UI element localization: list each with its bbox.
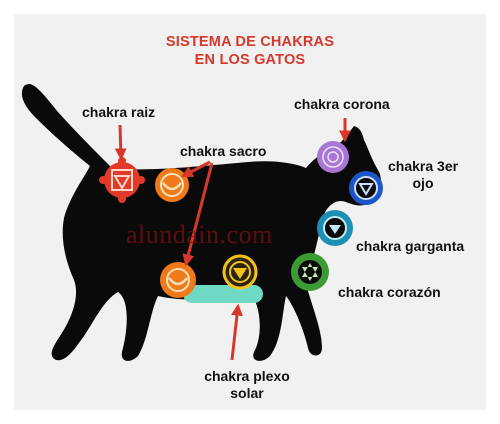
chakra-corazon-symbol bbox=[291, 253, 329, 291]
label-plexo-line-2: solar bbox=[230, 385, 264, 401]
label-tercer-ojo-line-2: ojo bbox=[412, 175, 434, 191]
label-chakra-corazon: chakra corazón bbox=[338, 284, 441, 300]
label-chakra-tercer-ojo: chakra 3er ojo bbox=[388, 158, 458, 192]
chakra-raiz-symbol bbox=[99, 157, 145, 203]
title-line-1: SISTEMA DE CHAKRAS bbox=[165, 34, 335, 50]
plexo-highlight-bar bbox=[183, 285, 263, 303]
chakra-tercer-ojo-symbol bbox=[349, 171, 383, 205]
label-chakra-corona: chakra corona bbox=[294, 96, 390, 112]
chakra-corona-symbol bbox=[317, 141, 349, 173]
watermark: alundain.com bbox=[126, 220, 273, 249]
arrow-sacro-top bbox=[180, 160, 211, 178]
label-chakra-garganta: chakra garganta bbox=[356, 238, 465, 254]
chakra-plexo-sacro-symbol bbox=[160, 262, 196, 298]
chakra-sacro-symbol bbox=[155, 168, 189, 202]
arrow-plexo bbox=[230, 303, 243, 361]
cat-silhouette bbox=[21, 84, 381, 361]
label-chakra-raiz: chakra raiz bbox=[82, 104, 156, 120]
chakra-plexo-symbol bbox=[222, 254, 258, 290]
arrow-sacro-bottom bbox=[182, 162, 214, 267]
label-chakra-sacro: chakra sacro bbox=[180, 143, 267, 159]
label-tercer-ojo-line-1: chakra 3er bbox=[388, 158, 459, 174]
title-line-2: EN LOS GATOS bbox=[194, 52, 306, 68]
label-plexo-line-1: chakra plexo bbox=[204, 368, 290, 384]
chakra-garganta-symbol bbox=[317, 210, 353, 246]
label-chakra-plexo-solar: chakra plexo solar bbox=[192, 368, 302, 402]
arrow-raiz bbox=[114, 124, 127, 161]
